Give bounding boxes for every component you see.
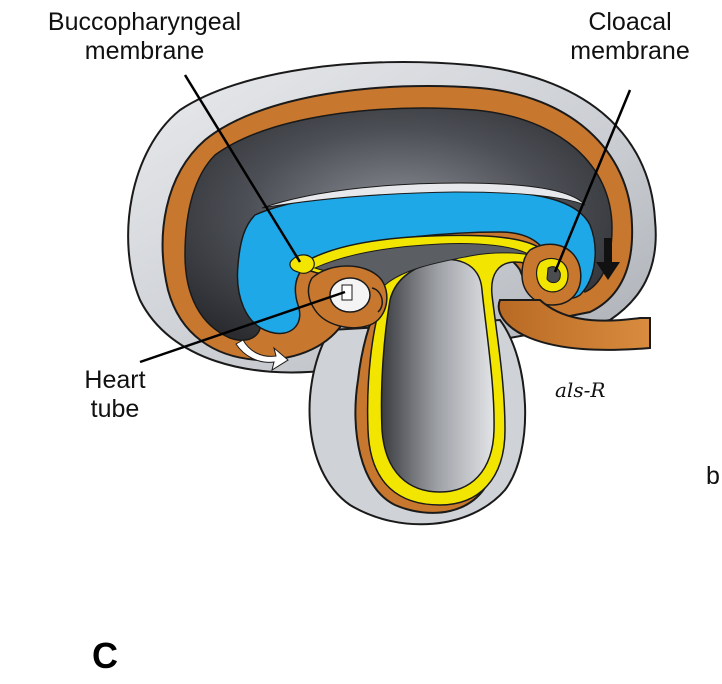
label-cloacal-membrane: Cloacal membrane [540, 8, 720, 66]
artist-signature: als-R [555, 378, 605, 402]
panel-letter: C [92, 635, 118, 677]
yolk-sac-cavity [381, 259, 494, 492]
label-buccopharyngeal-line1: Buccopharyngeal [2, 8, 287, 37]
label-buccopharyngeal-line2: membrane [2, 37, 287, 66]
label-heart-tube: Heart tube [60, 366, 170, 424]
cloacal-membrane [522, 244, 581, 305]
label-cloacal-line2: membrane [540, 37, 720, 66]
label-heart-tube-line2: tube [60, 395, 170, 424]
label-cloacal-line1: Cloacal [540, 8, 720, 37]
partial-letter-b: b [706, 462, 720, 491]
label-heart-tube-line1: Heart [60, 366, 170, 395]
label-buccopharyngeal-membrane: Buccopharyngeal membrane [2, 8, 287, 66]
